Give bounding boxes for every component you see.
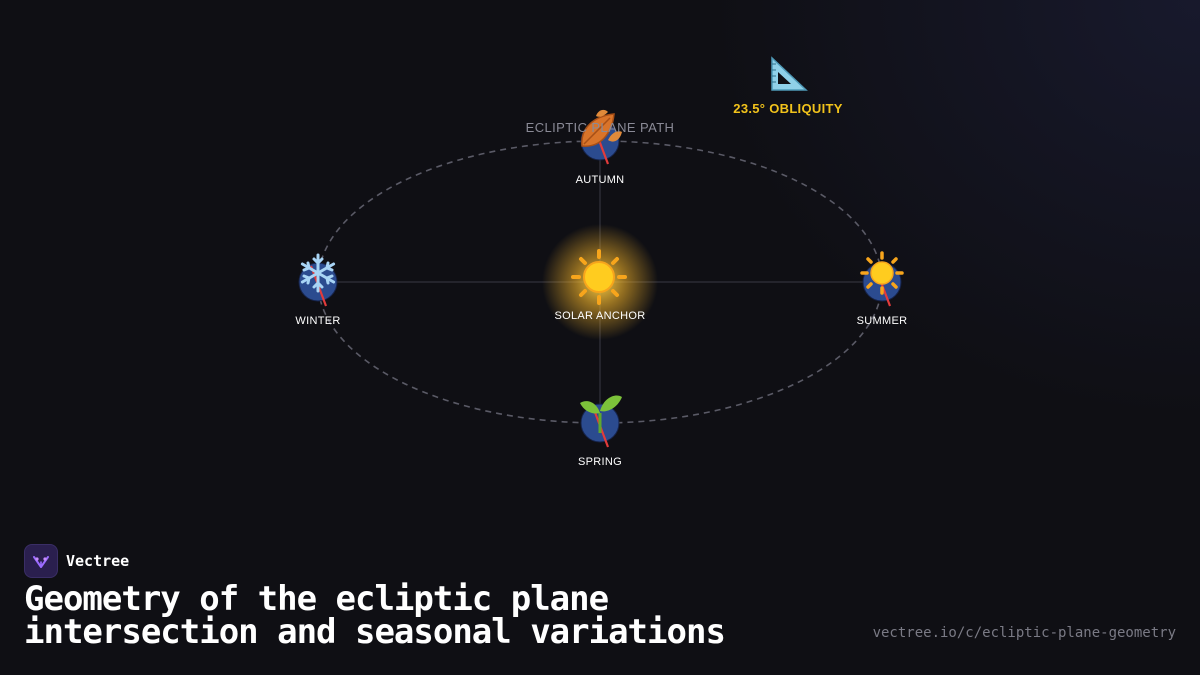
page-title: Geometry of the ecliptic plane intersect… (24, 579, 726, 652)
triangular-ruler-icon (771, 56, 808, 91)
obliquity-label: 23.5° OBLIQUITY (733, 101, 843, 116)
seedling-icon (580, 395, 622, 433)
vectree-logo-icon (24, 544, 58, 578)
season-label-summer: SUMMER (856, 315, 908, 327)
season-label-winter: WINTER (295, 315, 341, 327)
brand: Vectree (24, 544, 129, 578)
source-url[interactable]: vectree.io/c/ecliptic-plane-geometry (872, 625, 1176, 641)
orbit-label: ECLIPTIC PLANE PATH (525, 120, 675, 135)
fallen-leaf-icon (581, 109, 622, 147)
snowflake-icon (300, 253, 336, 293)
summer-sun-icon (860, 251, 904, 295)
sun-icon (571, 249, 627, 305)
center-label: SOLAR ANCHOR (554, 310, 646, 322)
season-label-autumn: AUTUMN (575, 174, 625, 186)
brand-name: Vectree (66, 552, 130, 570)
season-label-spring: SPRING (578, 456, 622, 468)
